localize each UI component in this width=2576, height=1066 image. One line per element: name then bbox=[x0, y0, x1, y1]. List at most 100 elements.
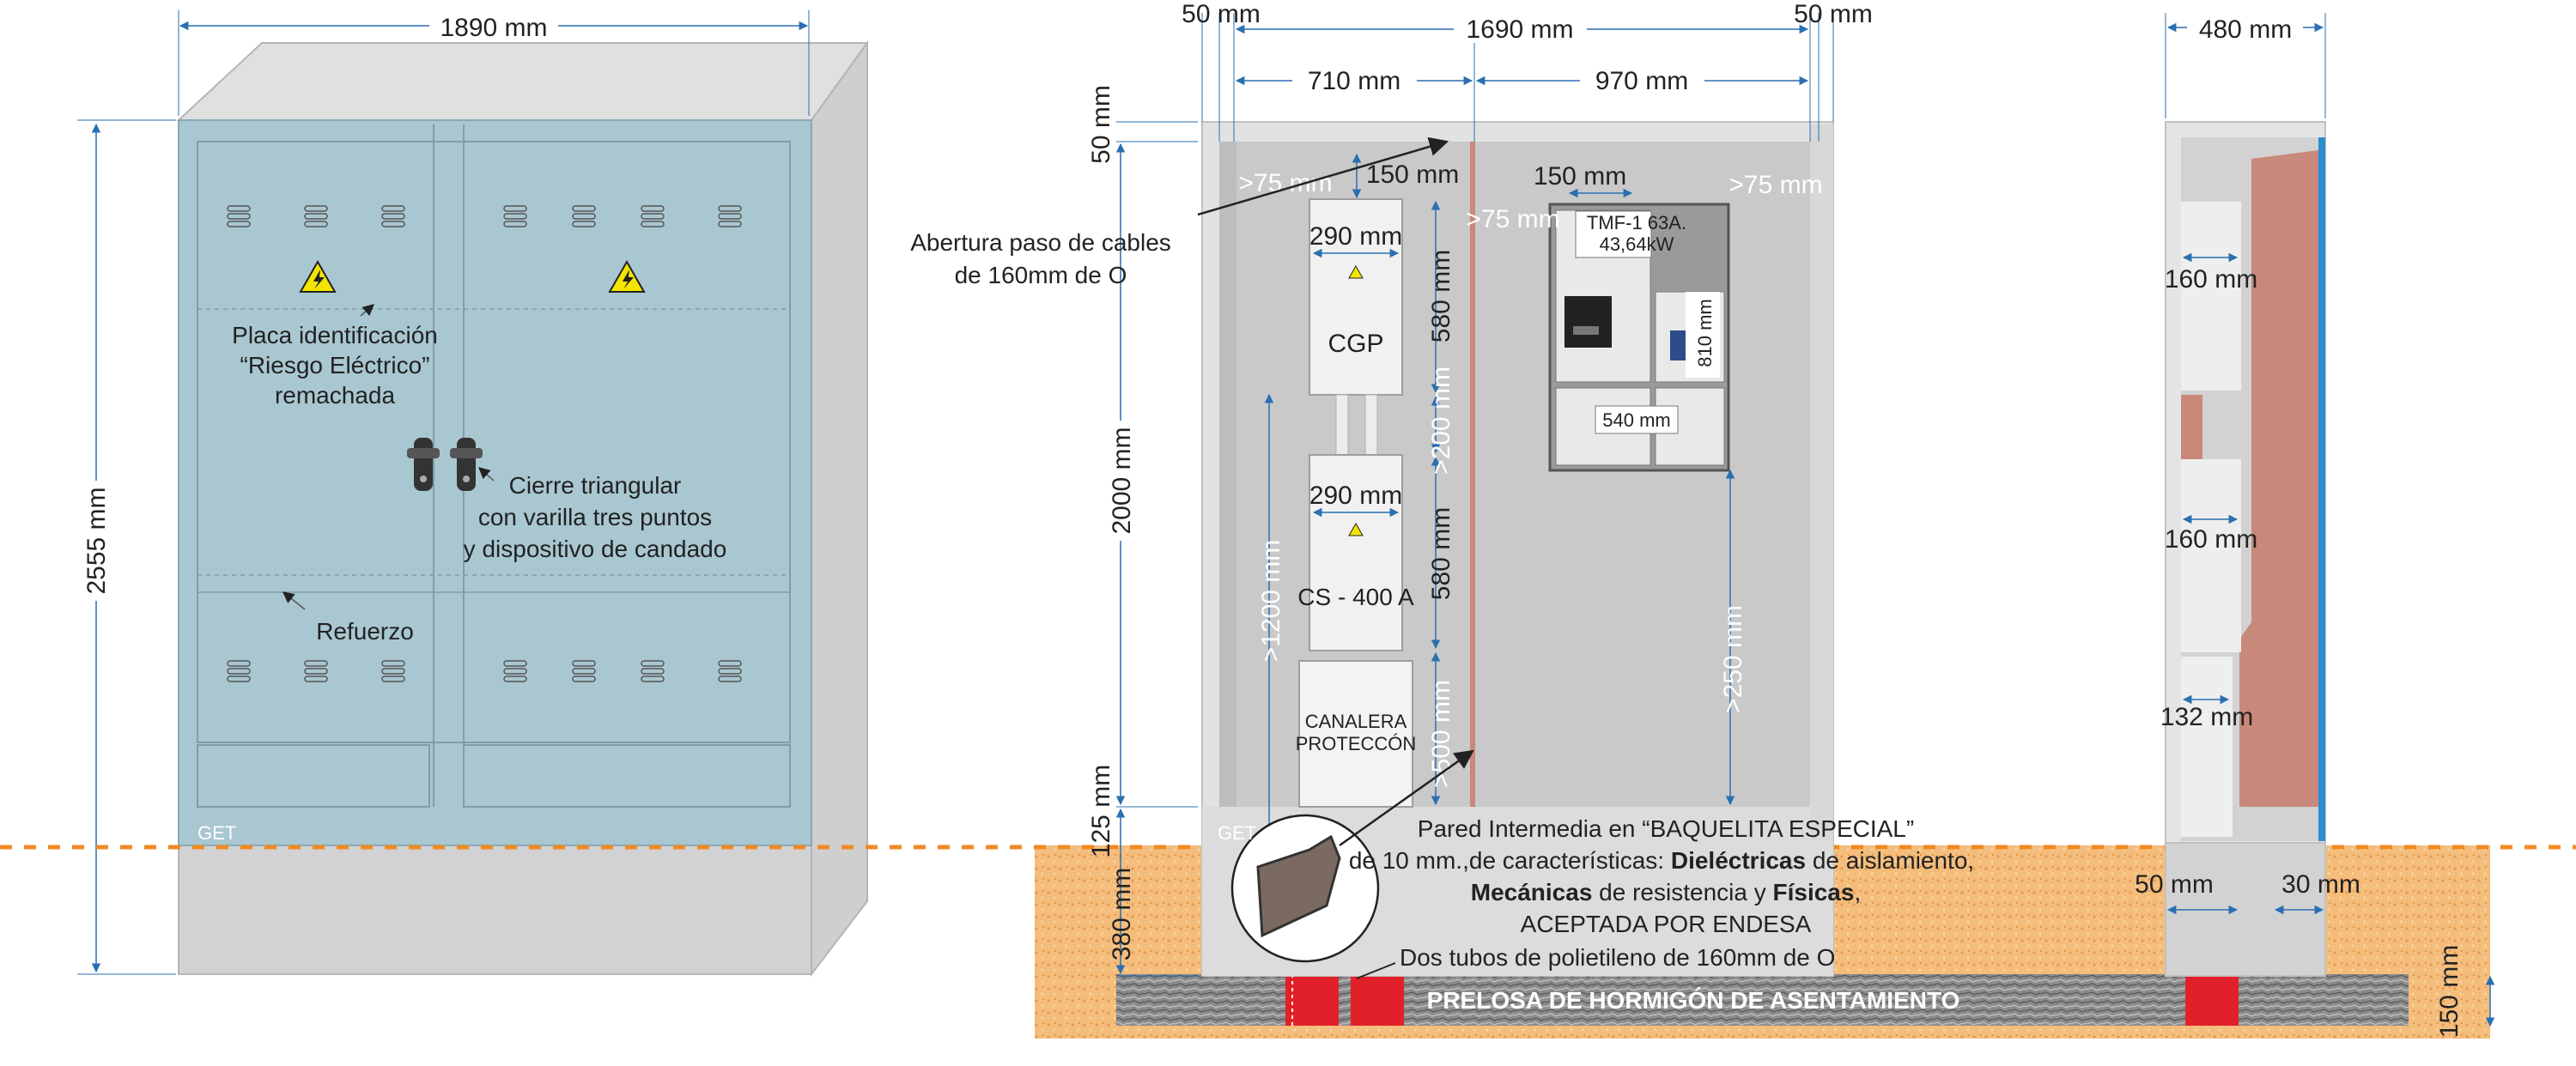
cs-label: CS - 400 A bbox=[1297, 584, 1414, 610]
baquelita-wall bbox=[1470, 142, 1475, 807]
pared-line3: Mecánicas de resistencia y Físicas, bbox=[1471, 879, 1861, 905]
dim-150: 150 mm bbox=[1534, 162, 1626, 191]
vent-slot bbox=[227, 213, 251, 220]
ventilation-grilles bbox=[227, 205, 742, 682]
side-door-edge bbox=[2318, 137, 2325, 841]
label-cierre-line1: Cierre triangular bbox=[509, 472, 682, 499]
detail-baquelita bbox=[1256, 834, 1341, 938]
dim-gt75-b: >75 mm bbox=[1466, 205, 1559, 233]
dim-160a: 160 mm bbox=[2165, 265, 2257, 294]
dim-gt150: 150 mm bbox=[1366, 161, 1459, 189]
side-gap-piece bbox=[2181, 395, 2202, 459]
dim-bg bbox=[81, 481, 112, 601]
meter-device bbox=[1564, 296, 1612, 348]
cgp-box bbox=[1309, 198, 1403, 396]
vent-slot bbox=[381, 205, 405, 212]
dim-gap500: >500 mm bbox=[1427, 680, 1455, 788]
vent-slot bbox=[718, 205, 742, 212]
vent-slot bbox=[503, 213, 527, 220]
vent-slot bbox=[641, 213, 665, 220]
vent-slot bbox=[381, 660, 405, 667]
dim-front-height: 2555 mm bbox=[82, 487, 111, 594]
conduit-1 bbox=[1335, 394, 1349, 456]
vent-slot bbox=[227, 675, 251, 682]
dim-380: 380 mm bbox=[1108, 868, 1136, 960]
dim-150-side: 150 mm bbox=[2435, 945, 2464, 1038]
dim-gap200: >200 mm bbox=[1427, 366, 1455, 475]
warning-sign-right-icon bbox=[608, 259, 646, 293]
dim-cgp-width: 290 mm bbox=[1309, 222, 1402, 251]
vent-slot bbox=[227, 205, 251, 212]
tube-red-side bbox=[2185, 974, 2239, 1026]
brand-front: GET bbox=[197, 822, 236, 844]
dim-132: 132 mm bbox=[2160, 703, 2253, 731]
door-lock-left-icon bbox=[407, 438, 440, 491]
vent-slot bbox=[304, 660, 328, 667]
label-refuerzo: Refuerzo bbox=[316, 618, 414, 645]
label-tubos: Dos tubos de polietileno de 160mm de O bbox=[1400, 944, 1835, 971]
dim-cs-height: 580 mm bbox=[1427, 507, 1455, 600]
dim-gt1200: >1200 mm bbox=[1257, 540, 1285, 663]
vent-slot bbox=[572, 221, 596, 227]
vent-slot bbox=[227, 660, 251, 667]
vent-slot bbox=[718, 668, 742, 675]
dim-left-col: 710 mm bbox=[1308, 67, 1400, 95]
canalera-line2: PROTECCÓN bbox=[1296, 733, 1417, 754]
door-lower-panel-right bbox=[463, 744, 791, 808]
canalera-line1: CANALERA bbox=[1305, 711, 1407, 732]
dim-top-right: 50 mm bbox=[1794, 0, 1873, 28]
dim-bg bbox=[429, 10, 558, 41]
pared-line4: ACEPTADA POR ENDESA bbox=[1521, 911, 1812, 937]
vent-slot bbox=[572, 213, 596, 220]
cabinet-base bbox=[178, 840, 812, 975]
door-panel bbox=[178, 119, 812, 846]
label-prelosa: PRELOSA DE HORMIGÓN DE ASENTAMIENTO bbox=[1427, 987, 1960, 1014]
pared-line2: de 10 mm.,de características: Dieléctric… bbox=[1349, 847, 1974, 874]
label-placa-line1: Placa identificación bbox=[232, 322, 438, 348]
breaker-device bbox=[1670, 330, 1686, 360]
door-lock-right-icon bbox=[450, 438, 483, 491]
leader-placa bbox=[360, 304, 375, 317]
tube-red-1 bbox=[1285, 974, 1339, 1026]
leader-cierre bbox=[477, 467, 495, 482]
cs-box bbox=[1309, 454, 1403, 651]
vent-slot bbox=[718, 675, 742, 682]
vent-slot bbox=[572, 668, 596, 675]
vent-slot bbox=[641, 660, 665, 667]
vent-slot bbox=[304, 221, 328, 227]
pared-line1: Pared Intermedia en “BAQUELITA ESPECIAL” bbox=[1418, 815, 1914, 842]
dim-bg bbox=[1454, 12, 1587, 43]
dim-bg bbox=[1595, 405, 1679, 434]
vent-slot bbox=[718, 213, 742, 220]
vent-slot bbox=[641, 668, 665, 675]
cabinet-top bbox=[176, 42, 869, 121]
cs-warning-icon bbox=[1348, 522, 1364, 536]
dim-side-depth: 480 mm bbox=[2199, 15, 2292, 44]
label-cierre-line3: y dispositivo de candado bbox=[464, 536, 727, 562]
vent-slot bbox=[381, 675, 405, 682]
door-frame bbox=[197, 141, 791, 743]
label-placa-line3: remachada bbox=[275, 382, 396, 409]
dim-gt75-a: >75 mm bbox=[1238, 169, 1332, 197]
vent-slot bbox=[304, 205, 328, 212]
door-lower-panel-left bbox=[197, 744, 430, 808]
vent-slot bbox=[572, 675, 596, 682]
dim-top-left: 50 mm bbox=[1182, 0, 1261, 28]
vent-slot bbox=[641, 205, 665, 212]
side-view: 480 mm 160 mm 160 mm 132 mm 50 mm 30 mm … bbox=[2135, 12, 2495, 1038]
canalera-box bbox=[1298, 660, 1413, 808]
dim-bg bbox=[2187, 12, 2303, 43]
dim-gt250: >250 mm bbox=[1719, 605, 1747, 713]
vent-slot bbox=[304, 213, 328, 220]
dim-bg bbox=[1686, 292, 1720, 378]
abertura-line2: de 160mm de O bbox=[955, 262, 1127, 288]
tmf-label-line2: 43,64kW bbox=[1600, 233, 1674, 255]
vent-slot bbox=[503, 221, 527, 227]
dim-tmf-width: 540 mm bbox=[1602, 409, 1670, 431]
leader-detail bbox=[1339, 749, 1474, 847]
vent-slot bbox=[503, 205, 527, 212]
label-cierre-line2: con varilla tres puntos bbox=[478, 504, 712, 530]
side-component-2 bbox=[2181, 459, 2241, 652]
vent-slot bbox=[227, 668, 251, 675]
